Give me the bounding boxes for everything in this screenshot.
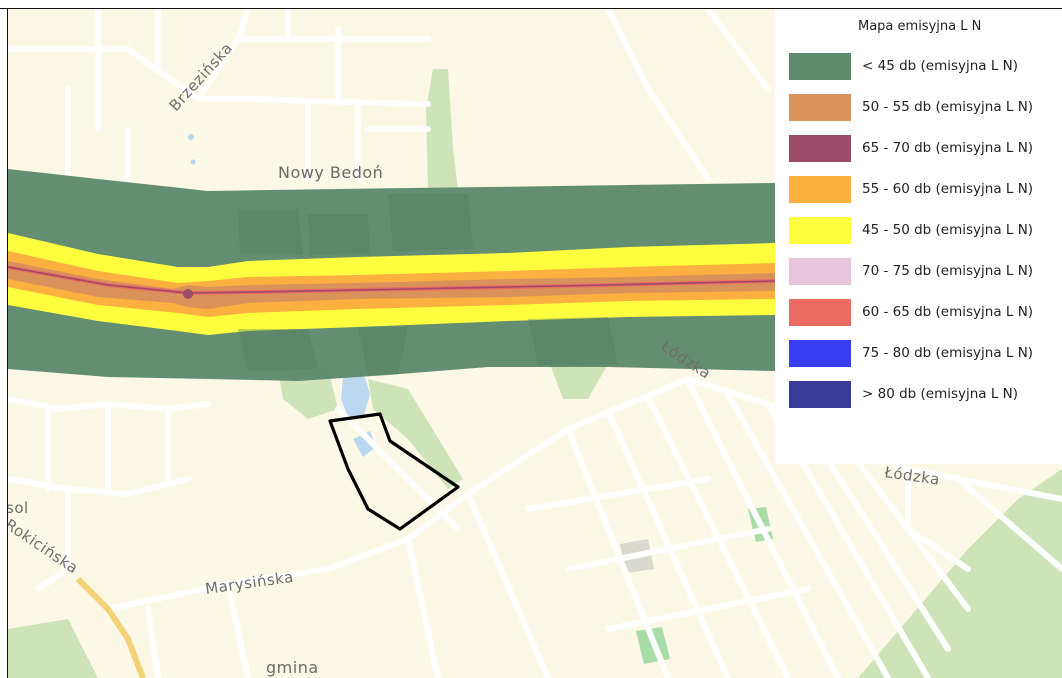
place-label-gmina: gmina: [266, 658, 319, 677]
legend-item: 45 - 50 db (emisyjna L N): [789, 217, 1062, 245]
street: [335, 406, 461, 678]
street-network: [8, 9, 1062, 678]
green-area: [368, 379, 463, 489]
legend-swatch: [789, 217, 851, 244]
legend-item: > 80 db (emisyjna L N): [789, 381, 1062, 409]
legend-swatch: [789, 53, 851, 80]
place-label-nowy-bedon: Nowy Bedoń: [278, 163, 383, 182]
green-area: [278, 369, 338, 419]
street: [8, 396, 211, 492]
legend-item: 70 - 75 db (emisyjna L N): [789, 258, 1062, 286]
pond: [188, 134, 194, 140]
legend-item: 50 - 55 db (emisyjna L N): [789, 94, 1062, 122]
street: [725, 391, 971, 678]
place-label-sol: sol: [8, 499, 29, 517]
legend-label: 75 - 80 db (emisyjna L N): [862, 345, 1034, 361]
legend-swatch: [789, 176, 851, 203]
legend-label: 45 - 50 db (emisyjna L N): [862, 222, 1034, 238]
noise-zone-65-70: [8, 266, 776, 294]
legend-label: 55 - 60 db (emisyjna L N): [862, 181, 1034, 197]
green-area: [8, 619, 98, 678]
legend-label: 60 - 65 db (emisyjna L N): [862, 304, 1034, 320]
noise-zone-50-55: [8, 261, 775, 309]
legend-item: 55 - 60 db (emisyjna L N): [789, 176, 1062, 204]
parcel-boundary[interactable]: [328, 412, 460, 531]
top-border: [0, 8, 1062, 9]
legend-swatch: [789, 94, 851, 121]
green-area: [426, 69, 458, 189]
street: [145, 581, 251, 678]
legend-swatch: [789, 135, 851, 162]
street: [8, 476, 191, 498]
left-border: [7, 9, 8, 678]
legend-label: > 80 db (emisyjna L N): [862, 386, 1019, 402]
legend-swatch: [789, 381, 851, 408]
green-area: [548, 359, 608, 399]
noise-overlay-buildings: [238, 194, 618, 375]
noise-emission-layer[interactable]: [8, 169, 776, 381]
legend-swatch: [789, 340, 851, 367]
legend-label: 65 - 70 db (emisyjna L N): [862, 140, 1034, 156]
street: [605, 9, 771, 182]
street: [235, 9, 431, 42]
street: [195, 96, 431, 107]
legend-swatch: [789, 299, 851, 326]
street: [465, 378, 841, 678]
legend-title: Mapa emisyjna L N: [858, 19, 982, 34]
street: [35, 486, 71, 592]
legend-label: < 45 db (emisyjna L N): [862, 58, 1019, 74]
map-legend: Mapa emisyjna L N < 45 db (emisyjna L N)…: [775, 9, 1062, 464]
legend-item: 75 - 80 db (emisyjna L N): [789, 340, 1062, 368]
street: [905, 466, 1062, 572]
street: [305, 26, 431, 182]
water-bodies: [188, 134, 376, 457]
major-road-rokicinska: [75, 576, 146, 678]
legend-swatch: [789, 258, 851, 285]
legend-item: 65 - 70 db (emisyjna L N): [789, 135, 1062, 163]
pond: [190, 159, 196, 165]
legend-item: 60 - 65 db (emisyjna L N): [789, 299, 1062, 327]
noise-node: [183, 289, 193, 299]
pond: [341, 371, 370, 419]
street: [65, 9, 161, 182]
legend-label: 50 - 55 db (emisyjna L N): [862, 99, 1034, 115]
street: [525, 476, 811, 632]
legend-item: < 45 db (emisyjna L N): [789, 53, 1062, 81]
map-viewport[interactable]: Nowy Bedoń gmina sol Brzezińska Łódzka Ł…: [8, 9, 1062, 678]
street: [105, 536, 411, 612]
legend-label: 70 - 75 db (emisyjna L N): [862, 263, 1034, 279]
